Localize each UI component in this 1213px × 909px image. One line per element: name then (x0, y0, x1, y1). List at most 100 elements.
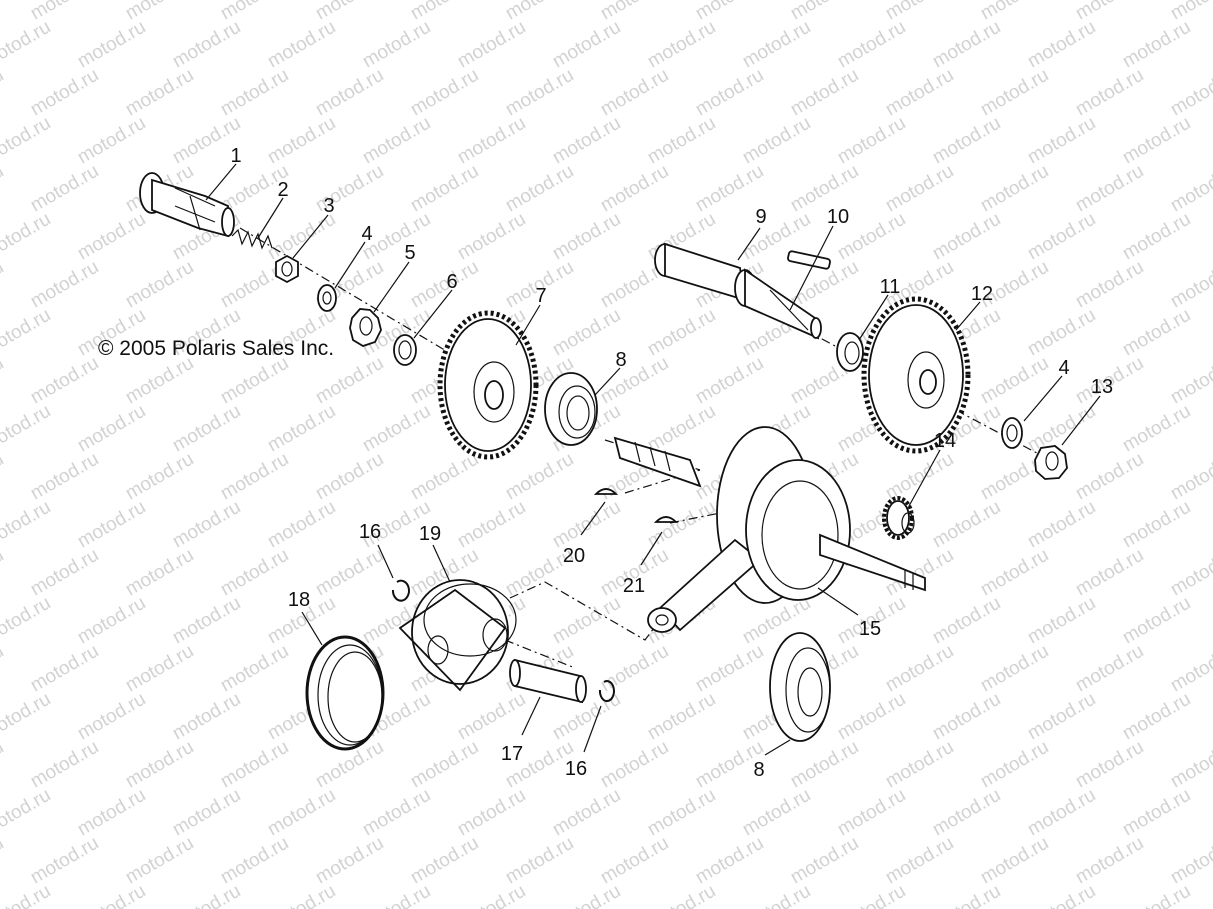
watermark-text: motod.ru (549, 881, 624, 909)
watermark-text: motod.ru (929, 113, 1004, 169)
watermark-text: motod.ru (834, 785, 909, 841)
watermark-text: motod.ru (0, 737, 7, 793)
watermark-text: motod.ru (0, 401, 54, 457)
part-5-nut (349, 308, 382, 347)
watermark-text: motod.ru (1024, 113, 1099, 169)
watermark-text: motod.ru (0, 785, 54, 841)
watermark-text: motod.ru (739, 113, 814, 169)
watermark-text: motod.ru (787, 161, 862, 217)
part-8-bearing-upper (544, 372, 598, 446)
copyright-notice: © 2005 Polaris Sales Inc. (98, 337, 334, 360)
watermark-text: motod.ru (1167, 449, 1213, 505)
part-16-circlip-upper (391, 579, 410, 602)
watermark-text: motod.ru (264, 401, 339, 457)
part-7-gear (437, 310, 539, 460)
watermark-text: motod.ru (169, 401, 244, 457)
watermark-text: motod.ru (1024, 689, 1099, 745)
watermark-text: motod.ru (0, 641, 7, 697)
watermark-text: motod.ru (122, 65, 197, 121)
watermark-text: motod.ru (787, 833, 862, 889)
watermark-text: motod.ru (1167, 737, 1213, 793)
watermark-text: motod.ru (74, 113, 149, 169)
watermark-text: motod.ru (644, 497, 719, 553)
watermark-text: motod.ru (834, 17, 909, 73)
watermark-text: motod.ru (1072, 737, 1147, 793)
watermark-text: motod.ru (264, 785, 339, 841)
watermark-text: motod.ru (0, 113, 54, 169)
watermark-text: motod.ru (1167, 161, 1213, 217)
watermark-text: motod.ru (169, 593, 244, 649)
watermark-text: motod.ru (882, 641, 957, 697)
watermark-text: motod.ru (169, 17, 244, 73)
watermark-text: motod.ru (27, 161, 102, 217)
watermark-text: motod.ru (549, 209, 624, 265)
callout-8: 8 (615, 349, 626, 371)
callout-10: 10 (827, 206, 849, 228)
part-16-circlip-lower (598, 680, 615, 703)
watermark-text: motod.ru (454, 113, 529, 169)
watermark-text: motod.ru (1119, 401, 1194, 457)
watermark-text: motod.ru (739, 17, 814, 73)
watermark-text: motod.ru (454, 689, 529, 745)
watermark-text: motod.ru (0, 689, 54, 745)
watermark-text: motod.ru (169, 785, 244, 841)
watermark-text: motod.ru (0, 17, 54, 73)
part-4-washer-right (1001, 417, 1023, 449)
callout-18: 18 (288, 589, 310, 611)
watermark-text: motod.ru (27, 641, 102, 697)
watermark-text: motod.ru (217, 65, 292, 121)
watermark-text: motod.ru (359, 401, 434, 457)
watermark-text: motod.ru (0, 353, 7, 409)
watermark-text: motod.ru (1024, 305, 1099, 361)
watermark-text: motod.ru (27, 65, 102, 121)
watermark-text: motod.ru (502, 449, 577, 505)
watermark-text: motod.ru (597, 641, 672, 697)
watermark-text: motod.ru (1119, 17, 1194, 73)
watermark-text: motod.ru (454, 497, 529, 553)
watermark-text: motod.ru (929, 17, 1004, 73)
watermark-text: motod.ru (549, 593, 624, 649)
watermark-text: motod.ru (502, 833, 577, 889)
watermark-text: motod.ru (74, 209, 149, 265)
watermark-text: motod.ru (692, 353, 767, 409)
watermark-text: motod.ru (739, 785, 814, 841)
watermark-text: motod.ru (929, 593, 1004, 649)
watermark-text: motod.ru (1024, 209, 1099, 265)
watermark-text: motod.ru (74, 497, 149, 553)
watermark-text: motod.ru (1072, 65, 1147, 121)
part-1-spindle (139, 172, 235, 238)
callout-16-lower: 16 (565, 758, 587, 780)
watermark-text: motod.ru (0, 209, 54, 265)
watermark-text: motod.ru (644, 689, 719, 745)
watermark-text: motod.ru (1072, 641, 1147, 697)
callout-16-upper: 16 (359, 521, 381, 543)
watermark-text: motod.ru (692, 833, 767, 889)
watermark-text: motod.ru (597, 833, 672, 889)
watermark-text: motod.ru (549, 113, 624, 169)
callout-3: 3 (323, 195, 334, 217)
watermark-text: motod.ru (597, 161, 672, 217)
watermark-text: motod.ru (122, 641, 197, 697)
watermark-text: motod.ru (217, 833, 292, 889)
callout-14: 14 (934, 430, 956, 452)
part-20-key (593, 488, 619, 495)
callout-6: 6 (446, 271, 457, 293)
watermark-text: motod.ru (929, 209, 1004, 265)
watermark-text: motod.ru (1024, 881, 1099, 909)
part-6-spacer (393, 334, 417, 366)
part-14-sprocket (882, 496, 915, 540)
callout-2: 2 (277, 179, 288, 201)
part-21-key (653, 516, 679, 523)
watermark-text: motod.ru (169, 689, 244, 745)
watermark-text: motod.ru (644, 113, 719, 169)
watermark-text: motod.ru (312, 833, 387, 889)
callout-4-right: 4 (1058, 357, 1069, 379)
callout-20: 20 (563, 545, 585, 567)
watermark-text: motod.ru (122, 449, 197, 505)
watermark-text: motod.ru (264, 113, 339, 169)
watermark-text: motod.ru (27, 833, 102, 889)
watermark-text: motod.ru (929, 785, 1004, 841)
watermark-text: motod.ru (0, 257, 7, 313)
